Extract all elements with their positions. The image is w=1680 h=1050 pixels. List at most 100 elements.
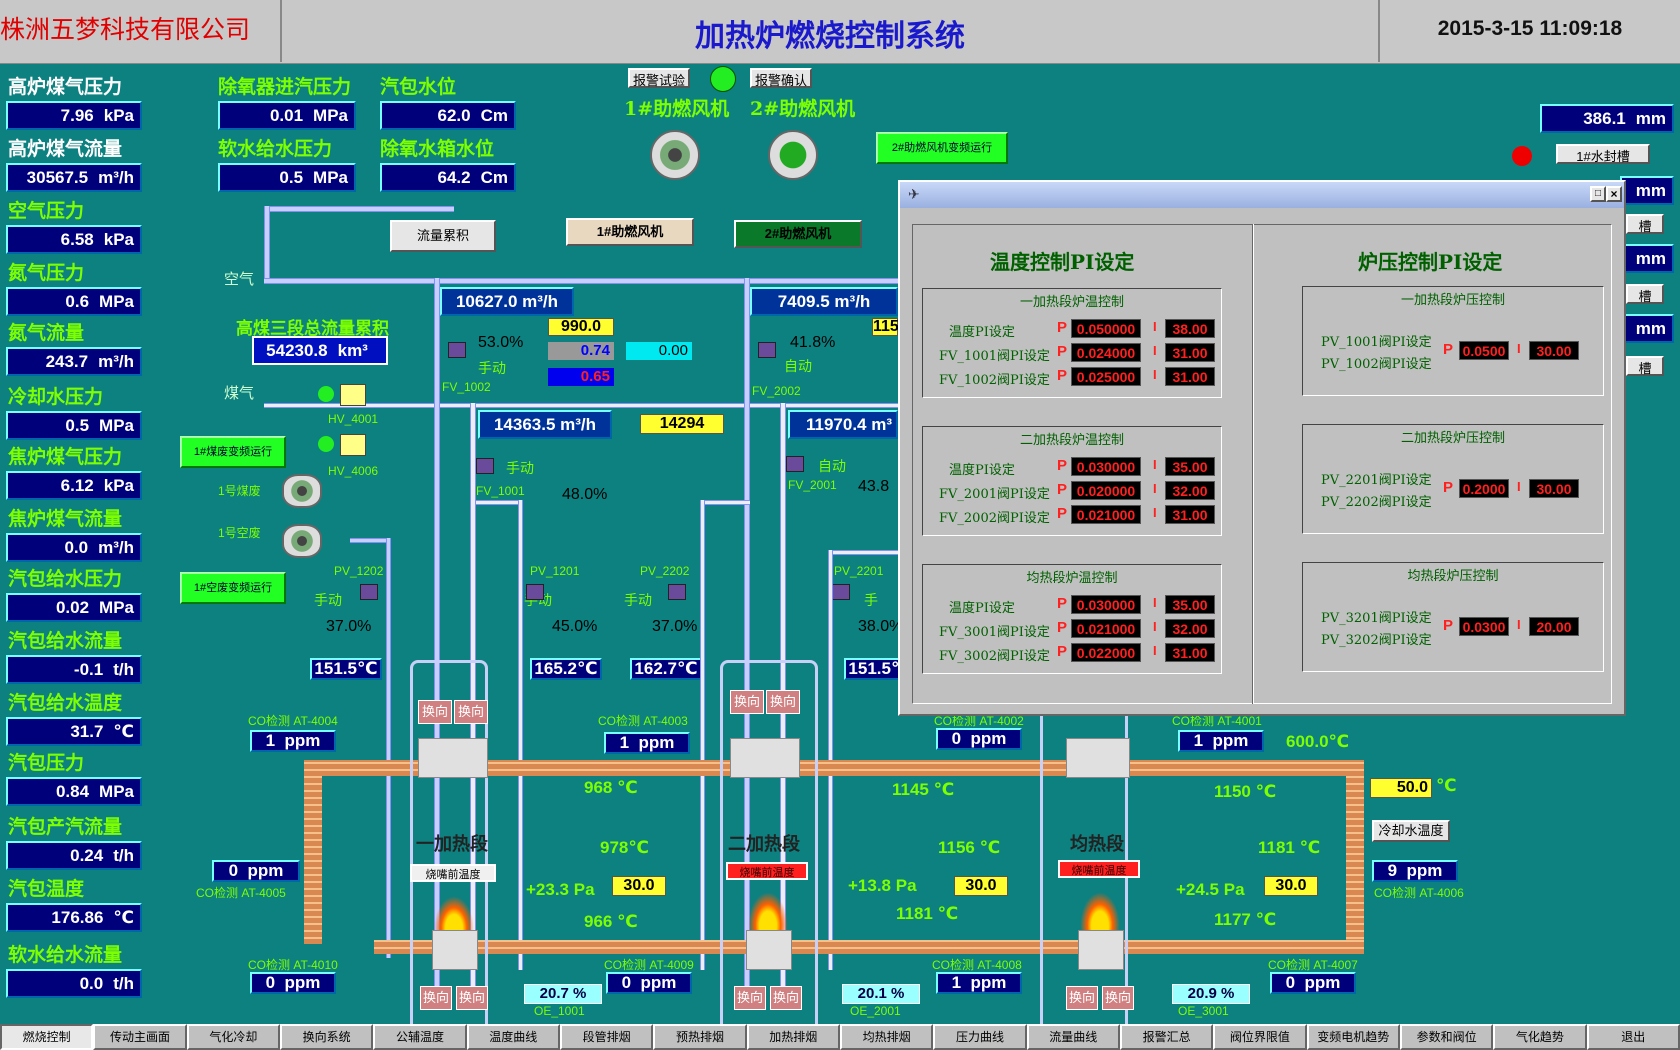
air-fan-icon[interactable] bbox=[282, 524, 322, 558]
fv2002-valve-icon[interactable] bbox=[758, 342, 776, 358]
z1-reverse-bottom-left[interactable]: 换向 bbox=[420, 986, 452, 1010]
p-input[interactable]: 0.022000 bbox=[1071, 643, 1141, 662]
nav-button-10[interactable]: 压力曲线 bbox=[933, 1024, 1027, 1050]
i-input[interactable]: 31.00 bbox=[1165, 343, 1215, 362]
flow-accumulate-button[interactable]: 流量累积 bbox=[390, 220, 496, 252]
z2-air-flow: 7409.5 m³/h bbox=[750, 287, 898, 316]
p-input[interactable]: 0.030000 bbox=[1071, 595, 1141, 614]
i-letter: I bbox=[1517, 617, 1521, 632]
p-input[interactable]: 0.2000 bbox=[1459, 479, 1509, 498]
dialog-title-bar[interactable]: ✈ □ × bbox=[900, 182, 1624, 208]
z1-reverse-left[interactable]: 换向 bbox=[418, 700, 452, 724]
z1-pressure-setpoint[interactable]: 30.0 bbox=[612, 876, 666, 896]
hv4001-status-light bbox=[318, 386, 334, 402]
p-input[interactable]: 0.021000 bbox=[1071, 505, 1141, 524]
p-input[interactable]: 0.024000 bbox=[1071, 343, 1141, 362]
nav-button-12[interactable]: 报警汇总 bbox=[1119, 1024, 1214, 1050]
p-input[interactable]: 0.030000 bbox=[1071, 457, 1141, 476]
nav-button-1[interactable]: 传动主画面 bbox=[93, 1024, 187, 1050]
right-slot-4[interactable]: 槽 bbox=[1626, 356, 1664, 376]
z2-pressure-setpoint[interactable]: 30.0 bbox=[954, 876, 1008, 896]
nav-button-14[interactable]: 变频电机趋势 bbox=[1306, 1024, 1400, 1050]
i-input[interactable]: 35.00 bbox=[1165, 457, 1215, 476]
fan2-run-button[interactable]: 2#助燃风机 bbox=[734, 220, 862, 248]
z3-pre-temp-button[interactable]: 烧嘴前温度 bbox=[1058, 860, 1140, 878]
nav-button-3[interactable]: 换向系统 bbox=[279, 1024, 374, 1050]
i-input[interactable]: 31.00 bbox=[1165, 643, 1215, 662]
pv-valve-icon-0[interactable] bbox=[360, 584, 378, 600]
i-input[interactable]: 32.00 bbox=[1165, 619, 1215, 638]
z2-reverse-left[interactable]: 换向 bbox=[730, 690, 764, 714]
p-input[interactable]: 0.050000 bbox=[1071, 319, 1141, 338]
alarm-confirm-button[interactable]: 报警确认 bbox=[750, 68, 812, 88]
i-input[interactable]: 38.00 bbox=[1165, 319, 1215, 338]
pv-valve-icon-3[interactable] bbox=[832, 584, 850, 600]
nav-button-9[interactable]: 均热排烟 bbox=[839, 1024, 934, 1050]
seal-slot-button[interactable]: 1#水封槽 bbox=[1556, 144, 1650, 164]
nav-button-11[interactable]: 流量曲线 bbox=[1026, 1024, 1120, 1050]
z1-reverse-bottom-right[interactable]: 换向 bbox=[456, 986, 488, 1010]
zone1-label: 一加热段 bbox=[416, 834, 488, 855]
p-input[interactable]: 0.021000 bbox=[1071, 619, 1141, 638]
i-input[interactable]: 32.00 bbox=[1165, 481, 1215, 500]
right-slot-3[interactable]: 槽 bbox=[1626, 284, 1664, 304]
temp-row-label: 温度PI设定 bbox=[949, 325, 1015, 340]
p-input[interactable]: 0.0300 bbox=[1459, 617, 1509, 636]
p-input[interactable]: 0.0500 bbox=[1459, 341, 1509, 360]
p-input[interactable]: 0.020000 bbox=[1071, 481, 1141, 500]
nav-button-5[interactable]: 温度曲线 bbox=[466, 1024, 560, 1050]
fan2-icon[interactable] bbox=[768, 130, 818, 180]
i-input[interactable]: 35.00 bbox=[1165, 595, 1215, 614]
fan1-icon[interactable] bbox=[650, 130, 700, 180]
z2-reverse-bottom-right[interactable]: 换向 bbox=[770, 986, 802, 1010]
pressure-group-title: 一加热段炉压控制 bbox=[1400, 293, 1505, 308]
fv2001-valve-icon[interactable] bbox=[786, 456, 804, 472]
nav-button-16[interactable]: 气化趋势 bbox=[1493, 1024, 1587, 1050]
close-icon[interactable]: × bbox=[1606, 186, 1622, 202]
coal-fan-icon[interactable] bbox=[282, 474, 322, 508]
nav-button-2[interactable]: 气化冷却 bbox=[186, 1024, 280, 1050]
i-input[interactable]: 30.00 bbox=[1529, 479, 1579, 498]
z3-reverse-bottom-left[interactable]: 换向 bbox=[1066, 986, 1098, 1010]
nav-button-8[interactable]: 加热排烟 bbox=[746, 1024, 840, 1050]
maximize-icon[interactable]: □ bbox=[1590, 186, 1606, 202]
nav-button-7[interactable]: 预热排烟 bbox=[653, 1024, 747, 1050]
dialog-frame bbox=[912, 224, 1612, 704]
air-vfd-button[interactable]: 1#空废变频运行 bbox=[180, 572, 286, 604]
fan1-run-button[interactable]: 1#助燃风机 bbox=[566, 218, 694, 246]
nav-button-6[interactable]: 段管排烟 bbox=[559, 1024, 654, 1050]
nav-button-4[interactable]: 公辅温度 bbox=[373, 1024, 467, 1050]
z2-reverse-right[interactable]: 换向 bbox=[766, 690, 800, 714]
right-slot-2[interactable]: 槽 bbox=[1626, 214, 1664, 234]
nav-button-0[interactable]: 燃烧控制 bbox=[0, 1024, 94, 1050]
z1-pre-temp-button[interactable]: 烧嘴前温度 bbox=[410, 864, 496, 882]
z3-pressure-setpoint[interactable]: 30.0 bbox=[1264, 876, 1318, 896]
z1-gas-setpoint: 14294 bbox=[640, 414, 724, 434]
i-input[interactable]: 20.00 bbox=[1529, 617, 1579, 636]
pv-valve-icon-2[interactable] bbox=[668, 584, 686, 600]
i-input[interactable]: 30.00 bbox=[1529, 341, 1579, 360]
z2-reverse-bottom-left[interactable]: 换向 bbox=[734, 986, 766, 1010]
fv1002-valve-icon[interactable] bbox=[448, 342, 466, 358]
p-input[interactable]: 0.025000 bbox=[1071, 367, 1141, 386]
z3-reverse-bottom-right[interactable]: 换向 bbox=[1102, 986, 1134, 1010]
pv-valve-icon-1[interactable] bbox=[526, 584, 544, 600]
nav-button-13[interactable]: 阀位界限值 bbox=[1213, 1024, 1307, 1050]
i-input[interactable]: 31.00 bbox=[1165, 505, 1215, 524]
pv-pct-0: 37.0% bbox=[326, 618, 372, 635]
fv1001-valve-icon[interactable] bbox=[476, 458, 494, 474]
hv4001-valve-icon[interactable] bbox=[340, 384, 366, 406]
coal-vfd-button[interactable]: 1#煤废变频运行 bbox=[180, 436, 286, 468]
z2-pre-temp-button[interactable]: 烧嘴前温度 bbox=[726, 862, 808, 880]
cooling-water-temp-button[interactable]: 冷却水温度 bbox=[1372, 820, 1450, 842]
i-input[interactable]: 31.00 bbox=[1165, 367, 1215, 386]
hv4006-valve-icon[interactable] bbox=[340, 434, 366, 456]
alarm-test-button[interactable]: 报警试验 bbox=[628, 68, 690, 88]
title-bar: 株洲五梦科技有限公司 加热炉燃烧控制系统 2015-3-15 11:09:18 bbox=[0, 0, 1680, 64]
z1-reverse-right[interactable]: 换向 bbox=[454, 700, 488, 724]
nav-button-17[interactable]: 退出 bbox=[1586, 1024, 1680, 1050]
nav-button-15[interactable]: 参数和阀位 bbox=[1399, 1024, 1494, 1050]
pv-mode-3: 手 bbox=[864, 592, 878, 608]
fan2-vfd-button[interactable]: 2#助燃风机变频运行 bbox=[876, 132, 1008, 164]
